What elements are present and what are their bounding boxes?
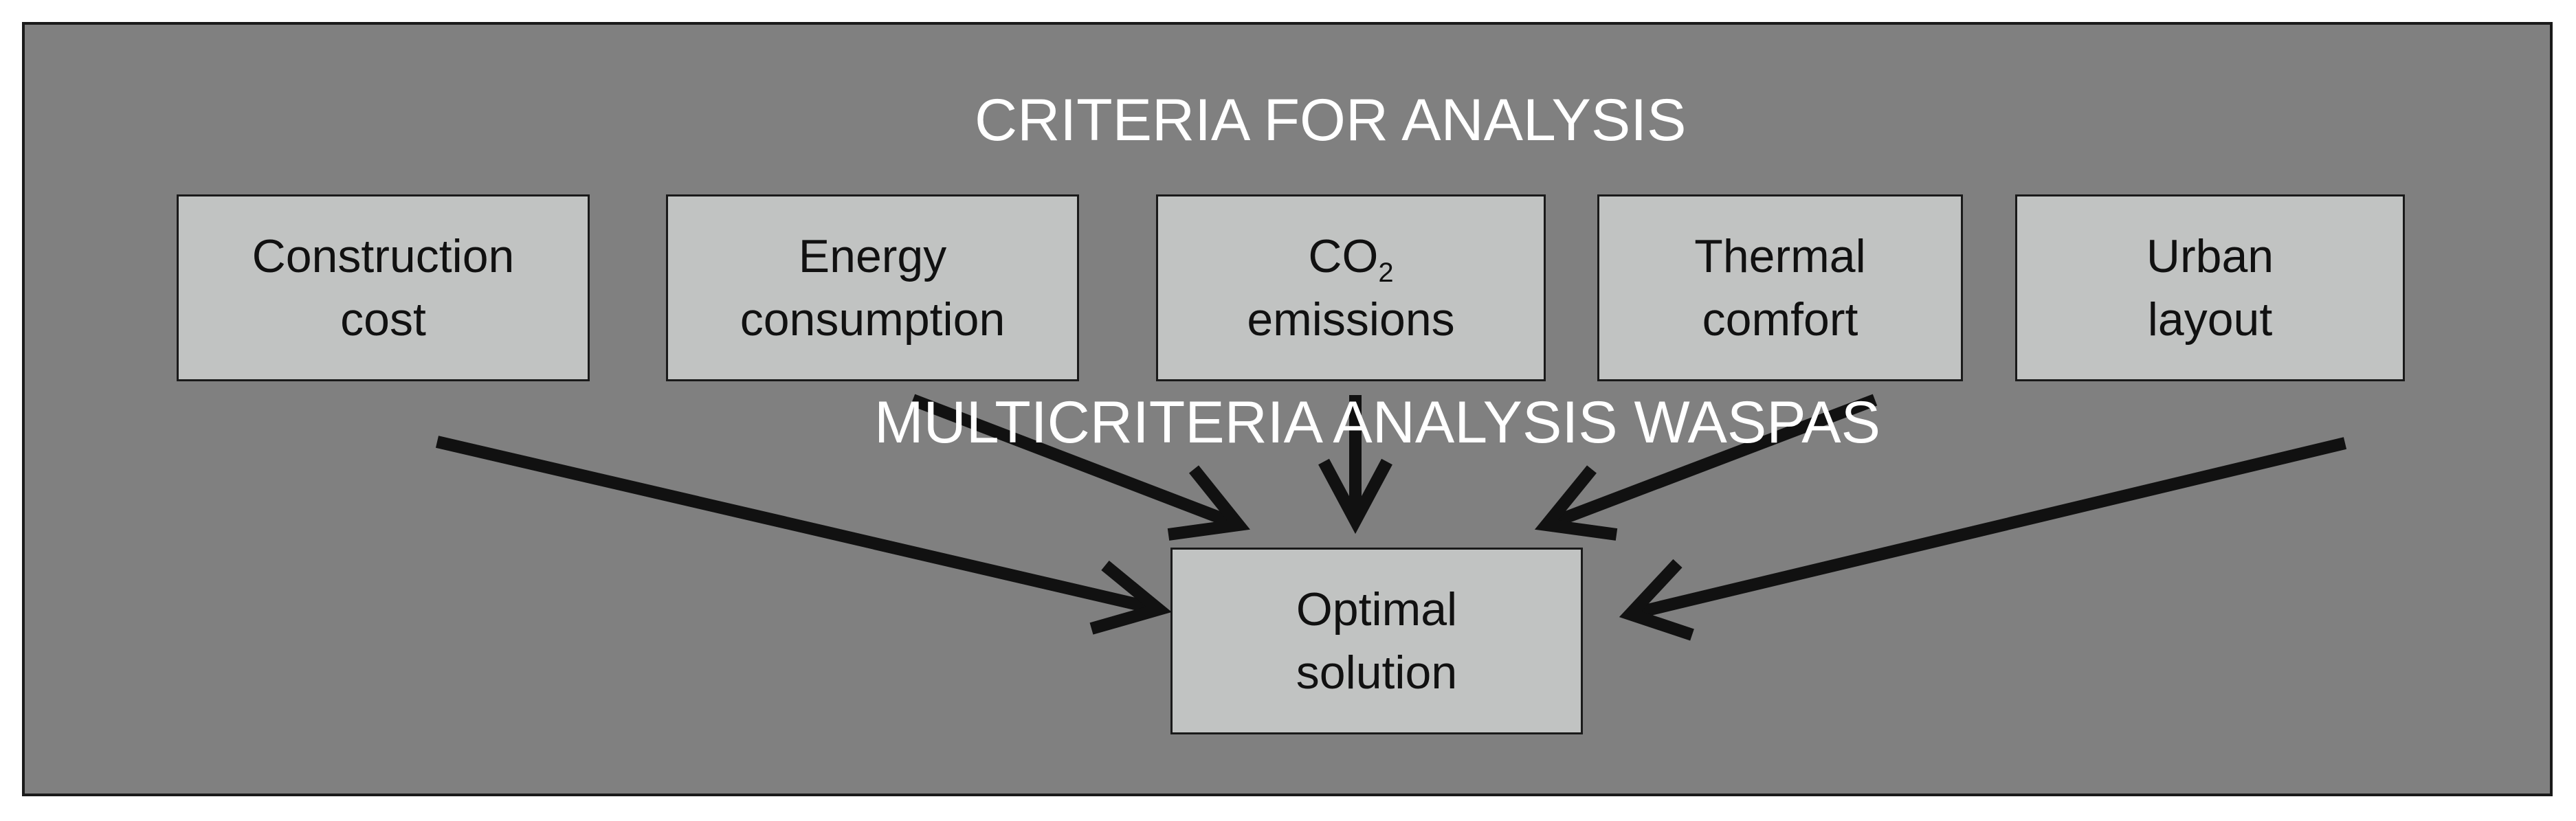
criterion-line1: Construction (252, 230, 515, 282)
criterion-line1: Thermal (1694, 230, 1866, 282)
arrow-from-co2-emissions (1318, 395, 1392, 535)
result-line2: solution (1296, 646, 1458, 699)
criterion-construction-cost: Construction cost (177, 194, 590, 381)
criterion-energy-consumption: Energy consumption (666, 194, 1079, 381)
result-optimal-solution: Optimal solution (1170, 548, 1583, 734)
arrow-from-urban-layout (1619, 437, 2347, 641)
criterion-line2: consumption (740, 293, 1006, 346)
criterion-line2: cost (340, 293, 426, 346)
criterion-thermal-comfort: Thermal comfort (1597, 194, 1963, 381)
criterion-line1: Urban (2146, 230, 2274, 282)
method-title: MULTICRITERIA ANALYSIS WASPAS (874, 390, 1880, 456)
criterion-co2-emissions: CO2 emissions (1156, 194, 1546, 381)
criterion-line2: layout (2147, 293, 2273, 346)
arrow-from-thermal-comfort (1534, 394, 1878, 541)
criterion-line2: emissions (1247, 293, 1455, 346)
criterion-urban-layout: Urban layout (2015, 194, 2405, 381)
criterion-subscript: 2 (1378, 258, 1394, 288)
criteria-title: CRITERIA FOR ANALYSIS (975, 87, 1687, 153)
result-line1: Optimal (1296, 583, 1458, 636)
criterion-line1: CO (1308, 230, 1379, 282)
arrow-from-construction-cost (435, 436, 1172, 635)
criterion-line1: Energy (798, 230, 947, 282)
arrow-from-energy-consumption (910, 394, 1250, 541)
criterion-line2: comfort (1702, 293, 1858, 346)
